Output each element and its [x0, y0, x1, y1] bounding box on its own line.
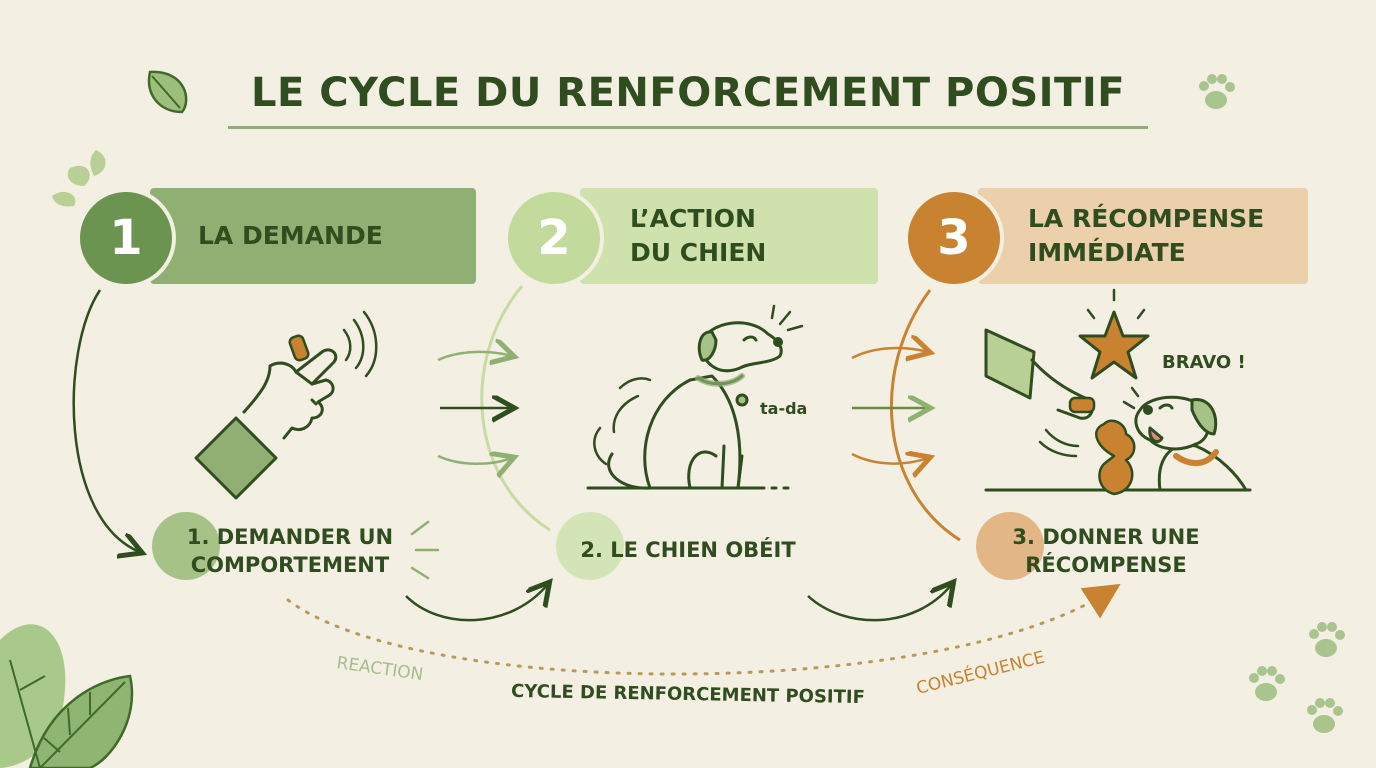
step-3-number: 3 [908, 192, 1000, 284]
step-1-label-blob [152, 512, 220, 580]
step-2-arc [480, 285, 551, 532]
tada-text: ta-da [760, 399, 807, 418]
step-3-label: 3. DONNER UNE RÉCOMPENSE [1012, 525, 1200, 577]
step-2-banner: L’ACTION DU CHIEN [580, 188, 878, 284]
large-leaf-icon [0, 624, 134, 768]
step-1-banner-text: LA DEMANDE [198, 221, 383, 250]
step-1-banner: LA DEMANDE [150, 188, 476, 284]
reward-hand-icon [984, 328, 1096, 458]
step-3-label-blob [976, 512, 1044, 580]
leaf-icon [147, 70, 188, 114]
step-2-banner-text: L’ACTION DU CHIEN [630, 204, 767, 267]
flow-arrow-1-to-2 [405, 584, 548, 622]
step-2-label-blob [556, 512, 624, 580]
step-1-number: 1 [80, 192, 172, 284]
flow-arrow-1 [72, 289, 140, 552]
hand-with-treat-icon [194, 310, 378, 500]
title-underline [228, 126, 1148, 129]
leaf-sprig-icon [52, 150, 106, 207]
motion-dashes [410, 520, 440, 580]
page-title: LE CYCLE DU RENFORCEMENT POSITIF [250, 70, 1126, 116]
happy-dog-icon [984, 386, 1252, 496]
transition-arrows-1-2 [437, 352, 512, 464]
consequence-label: CONSÉQUENCE [914, 646, 1047, 699]
star-icon [1078, 288, 1150, 380]
transition-arrows-2-3 [851, 348, 928, 464]
cycle-dotted-arc [286, 583, 1121, 676]
step-3-arc [889, 289, 961, 542]
step-2-label: 2. LE CHIEN OBÉIT [580, 538, 796, 562]
step-3-banner: LA RÉCOMPENSE IMMÉDIATE [978, 188, 1308, 284]
paw-print-icon [1199, 74, 1345, 733]
flow-arrow-2-to-3 [807, 584, 952, 622]
step-2-number: 2 [508, 192, 600, 284]
bravo-text: BRAVO ! [1162, 352, 1246, 373]
step-1-label: 1. DEMANDER UN COMPORTEMENT [186, 525, 394, 577]
sitting-dog-icon [586, 304, 804, 490]
reaction-label: REACTION [335, 653, 424, 685]
step-3-banner-text: LA RÉCOMPENSE IMMÉDIATE [1028, 204, 1265, 267]
